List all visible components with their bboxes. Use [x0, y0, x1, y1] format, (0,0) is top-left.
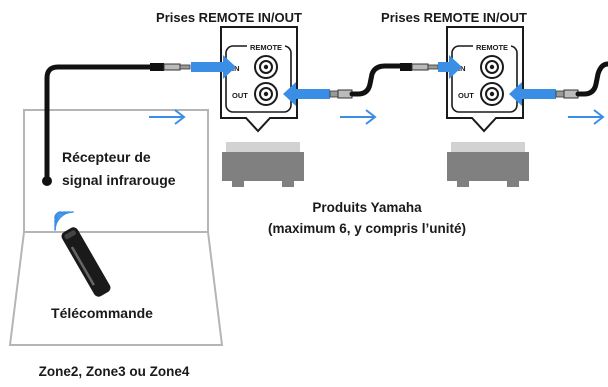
ir-signal-waves — [54, 211, 74, 231]
left-in-arrow — [191, 55, 236, 79]
panel-left-in-jack — [254, 55, 278, 79]
jack-panel-right: REMOTE IN OUT — [438, 26, 556, 133]
panel-right-out-jack — [480, 82, 504, 106]
flow-arrow-1 — [149, 109, 186, 125]
panel-right-in-jack — [480, 55, 504, 79]
flow-arrow-3 — [568, 109, 605, 125]
remote-control-icon — [61, 227, 111, 297]
right-out-arrow — [509, 82, 556, 106]
panel-right-in-label: IN — [458, 64, 466, 73]
ir-receiver-label-line2: signal infrarouge — [62, 172, 176, 188]
outgoing-cable — [555, 61, 608, 99]
jacks-label-right: Prises REMOTE IN/OUT — [381, 10, 527, 25]
jacks-label-left: Prises REMOTE IN/OUT — [156, 10, 302, 25]
zone-room — [8, 109, 224, 346]
remote-label: Télécommande — [51, 305, 153, 321]
yamaha-device-left — [222, 142, 304, 187]
yamaha-device-right — [447, 142, 529, 187]
jack-panel-left: REMOTE IN OUT — [191, 26, 330, 133]
right-in-arrow — [438, 55, 462, 79]
panel-right-header: REMOTE — [476, 43, 508, 52]
link-cable — [329, 63, 439, 99]
ir-receiver-cable — [42, 63, 191, 186]
zone-label: Zone2, Zone3 ou Zone4 — [39, 364, 190, 379]
panel-right-out-label: OUT — [458, 91, 474, 100]
flow-arrows — [149, 109, 605, 125]
left-out-arrow — [283, 82, 330, 106]
flow-arrow-2 — [340, 109, 377, 125]
ir-receiver-label-line1: Récepteur de — [62, 149, 151, 165]
panel-left-header: REMOTE — [250, 43, 282, 52]
panel-left-out-jack — [254, 82, 278, 106]
panel-left-in-label: IN — [232, 64, 240, 73]
panel-left-out-label: OUT — [232, 91, 248, 100]
products-label-line2: (maximum 6, y compris l’unité) — [268, 221, 466, 236]
ir-receiver-dot — [42, 176, 52, 186]
products-label-line1: Produits Yamaha — [312, 200, 422, 215]
